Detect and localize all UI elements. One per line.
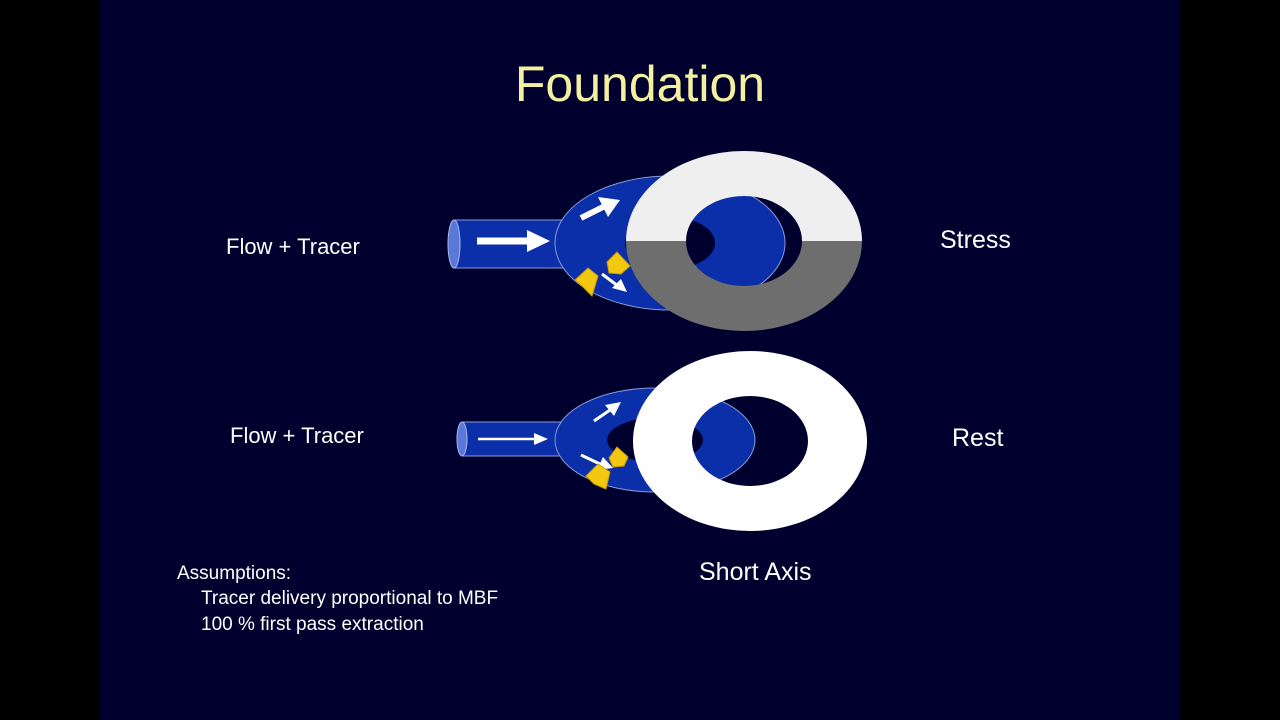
rest-label: Rest bbox=[952, 424, 1004, 452]
short-axis-label: Short Axis bbox=[699, 558, 812, 586]
slide: Foundation Flow + Tracer Flow + Tracer S… bbox=[100, 0, 1180, 720]
tracer-particle-icon bbox=[585, 463, 611, 490]
assumption-item: Tracer delivery proportional to MBF bbox=[201, 588, 499, 609]
diagram bbox=[447, 151, 867, 531]
arrow-icon bbox=[593, 402, 621, 423]
arrow-icon bbox=[477, 230, 550, 252]
rest-flow-label: Flow + Tracer bbox=[230, 423, 364, 448]
assumption-item: 100 % first pass extraction bbox=[201, 614, 424, 635]
stress-label: Stress bbox=[940, 226, 1011, 254]
stress-myocardium-ring bbox=[626, 151, 862, 331]
rest-myocardium-ring bbox=[633, 351, 867, 531]
tracer-particle-icon bbox=[608, 446, 629, 468]
assumptions-heading: Assumptions: bbox=[177, 563, 292, 584]
tracer-particle-icon bbox=[574, 267, 599, 297]
stress-flow-label: Flow + Tracer bbox=[226, 234, 360, 259]
arrow-icon bbox=[579, 197, 620, 221]
slide-title: Foundation bbox=[514, 56, 766, 112]
arrow-icon bbox=[478, 433, 548, 445]
tracer-particle-icon bbox=[606, 251, 631, 275]
arrow-icon bbox=[601, 272, 627, 292]
